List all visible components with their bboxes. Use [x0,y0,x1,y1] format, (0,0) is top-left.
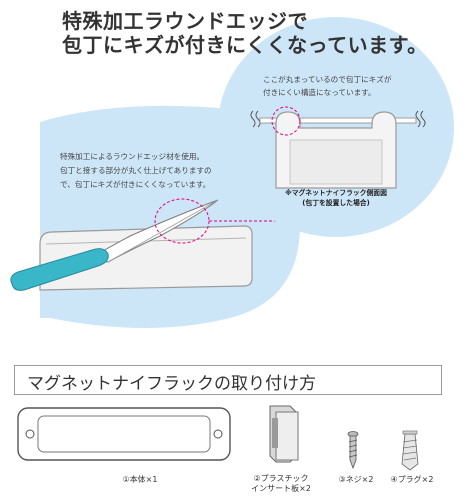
part-label-insert: ②プラスチック インサート板×2 [236,474,326,494]
part-plastic-insert-icon [269,405,299,463]
headline-line-1: 特殊加工ラウンドエッジで [62,9,308,33]
detail-note-line-2: 付きにくい構造になっています。 [263,88,376,97]
part-rack-body-icon [17,407,231,461]
installation-section-title: マグネットナイフラックの取り付け方 [14,365,442,395]
part-label-body: ①本体×1 [122,475,158,484]
part-label-insert-line-1: ②プラスチック [253,474,309,483]
knife-handle [10,248,109,291]
main-note-line-2: 包丁と接する部分が丸く仕上げてありますの [60,166,212,175]
callout-line-2: (包丁を設置した場合) [302,199,370,207]
knife-blade [88,199,219,263]
main-note-line-3: で、包丁にキズが付きにくくなっています。 [60,180,211,189]
parts-illustration [17,405,419,471]
main-note-line-1: 特殊加工によるラウンドエッジ材を使用。 [60,152,205,161]
rack-body [39,225,253,291]
round-edge-illustration [10,17,454,328]
part-plug-icon [401,430,419,471]
part-screw-icon [347,431,359,470]
detail-note-line-1: ここが丸まっているので包丁にキズが [263,75,392,84]
callout-line-1: ※マグネットナイフラック側面図 [285,189,387,197]
round-edge-marker [271,106,301,136]
part-label-screw: ③ネジ×2 [338,475,374,484]
part-label-insert-line-2: インサート板×2 [251,484,311,493]
headline-line-2: 包丁にキズが付きにくくなっています。 [62,33,428,57]
part-label-plug: ④プラグ×2 [390,475,434,484]
detail-blade-bar [259,117,417,124]
side-view-callout: ※マグネットナイフラック側面図 (包丁を設置した場合) [276,188,396,208]
